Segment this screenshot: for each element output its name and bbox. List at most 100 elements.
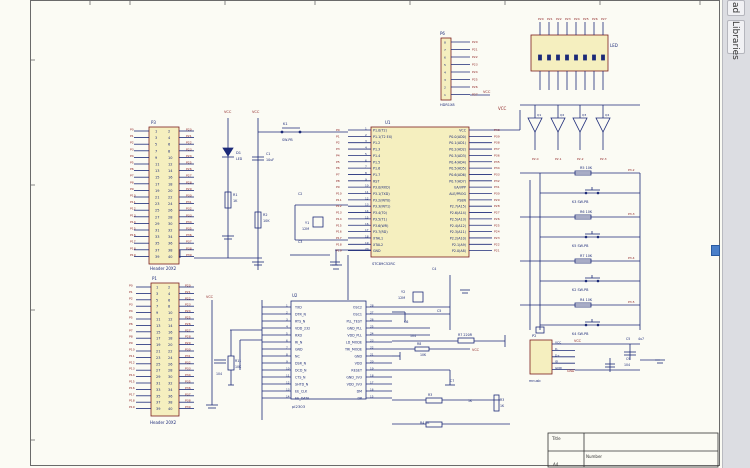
schematic-label: 2	[168, 286, 170, 290]
mcu-u1	[370, 126, 470, 258]
schematic-label: P5	[129, 316, 133, 320]
schematic-label: OSC2	[353, 306, 362, 310]
schematic-label: P23	[494, 236, 500, 240]
schematic-label: 23	[370, 339, 374, 343]
schematic-label: P1.0(T2)	[373, 129, 387, 133]
schematic-label: P1.3	[373, 148, 380, 152]
schematic-label: C1	[266, 152, 270, 156]
panel-tab-ad[interactable]: ad	[727, 0, 745, 16]
schematic-label: P2.3(A11)	[450, 230, 466, 234]
schematic-label: 37	[155, 248, 159, 252]
schematic-label: 16	[168, 330, 172, 334]
header-p1	[150, 282, 180, 417]
schematic-label: R3	[500, 398, 504, 402]
schematic-label: VCC	[224, 110, 232, 114]
sheet-border	[30, 0, 720, 466]
schematic-label: P15	[130, 227, 136, 231]
schematic-label: P19	[130, 253, 136, 257]
schematic-label: P33	[186, 213, 192, 217]
schematic-label: 11	[156, 318, 160, 322]
schematic-label: P1.4	[373, 154, 380, 158]
schematic-label: 4	[168, 292, 171, 296]
schematic-label: P29	[494, 198, 500, 202]
schematic-label: 3	[286, 318, 288, 322]
header-p3-name: Header 20X2	[150, 266, 177, 271]
schematic-label: P8	[130, 180, 134, 184]
schematic-label: K3 SW-PB	[572, 200, 589, 204]
schematic-label: P2.1	[555, 157, 562, 161]
schematic-label: P0	[336, 128, 340, 132]
schematic-label: 13	[286, 388, 290, 392]
schematic-label: P27	[472, 93, 478, 97]
schematic-label: P30	[185, 348, 191, 352]
schematic-label: GND	[555, 366, 563, 370]
schematic-label: 2	[168, 130, 170, 134]
schematic-label: P6	[130, 167, 134, 171]
schematic-label: VCC	[472, 348, 480, 352]
schematic-label: C7	[450, 379, 454, 383]
schematic-label: P18	[130, 246, 136, 250]
schematic-label: 13	[155, 169, 159, 173]
schematic-label: 25	[155, 209, 159, 213]
schematic-label: 5	[155, 143, 157, 147]
schematic-label: XTAL1	[373, 236, 383, 240]
schematic-label: P3.2(INT0)	[373, 198, 390, 202]
schematic-label: P1	[129, 290, 133, 294]
schematic-label: P24	[186, 154, 192, 158]
schematic-label: P3	[336, 147, 340, 151]
schematic-label: 34	[168, 388, 173, 392]
schematic-label: GND_PLL	[347, 327, 362, 331]
schematic-label: P18	[336, 242, 342, 246]
schematic-label: P29	[186, 187, 192, 191]
schematic-label: P3.7(RD)	[373, 230, 388, 234]
schematic-label: 5	[365, 152, 367, 156]
schematic-label: P32	[185, 360, 191, 364]
schematic-label: 9	[365, 177, 367, 181]
schematic-label: P28	[185, 335, 191, 339]
scroll-handle[interactable]	[711, 245, 720, 256]
schematic-label: 24	[168, 202, 173, 206]
schematic-label: P6	[336, 166, 340, 170]
schematic-label: P16	[130, 233, 136, 237]
schematic-label: R7 10K	[580, 254, 593, 258]
schematic-label: C5	[437, 309, 441, 313]
schematic-label: Q2	[560, 113, 564, 117]
schematic-label: GND_3V3	[346, 376, 362, 380]
schematic-label: 13	[156, 324, 160, 328]
schematic-label: DTR_N	[295, 313, 306, 317]
schematic-label: P11	[336, 198, 342, 202]
schematic-label: P27	[186, 174, 192, 178]
schematic-label: P23	[186, 147, 192, 151]
schematic-label: RESET	[351, 369, 363, 373]
schematic-label: 24	[370, 332, 374, 336]
schematic-label: 20	[365, 247, 369, 251]
schematic-label: 20	[370, 360, 374, 364]
schematic-label: 28	[168, 215, 172, 219]
schematic-label: 19	[370, 367, 374, 371]
schematic-label: P6	[129, 322, 133, 326]
schematic-label: P20	[472, 40, 478, 44]
schematic-label: P1	[336, 134, 340, 138]
schematic-label: 14	[168, 169, 173, 173]
schematic-label: P15	[129, 380, 135, 384]
schematic-label: 4	[365, 146, 367, 150]
led-module	[530, 34, 609, 72]
schematic-label: P22	[556, 17, 562, 21]
schematic-label: P36	[186, 233, 192, 237]
schematic-label: P7	[336, 172, 340, 176]
schematic-label: 8	[365, 171, 367, 175]
title-block	[547, 432, 719, 468]
schematic-label: P32	[186, 207, 192, 211]
schematic-label: 12	[168, 318, 172, 322]
panel-tab-libraries[interactable]: Libraries	[727, 20, 745, 60]
schematic-label: P38	[185, 399, 191, 403]
schematic-label: P1	[130, 134, 134, 138]
schematic-label: 34	[168, 235, 173, 239]
schematic-label: VDD_232	[295, 327, 310, 331]
schematic-label: P21	[185, 290, 191, 294]
header-p1-name: Header 20X2	[150, 420, 177, 425]
schematic-label: P34	[185, 373, 191, 377]
schematic-label: 18	[365, 234, 369, 238]
schematic-label: 11	[365, 190, 369, 194]
